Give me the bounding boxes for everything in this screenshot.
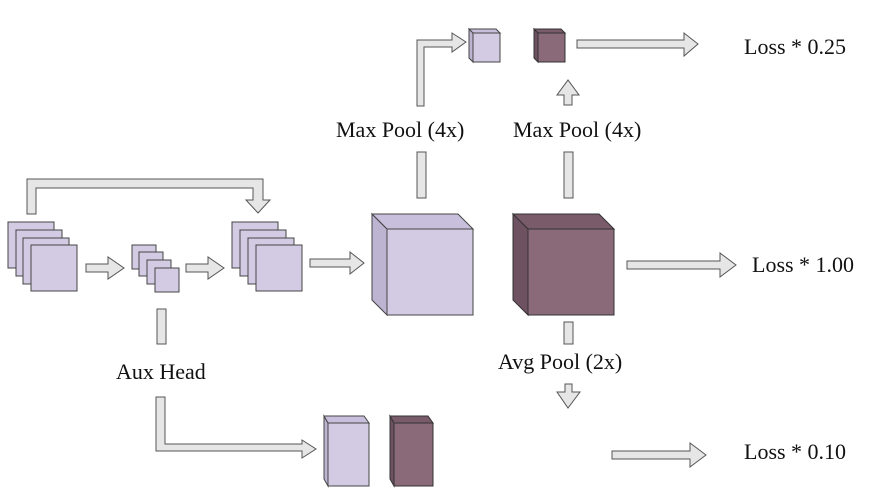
arrow-to-loss-top — [576, 31, 699, 58]
arrow-to-loss-mid — [626, 252, 737, 278]
student-aux-cube — [323, 414, 370, 488]
skip-connection-arrow — [26, 178, 272, 215]
aux-head-stem — [156, 308, 167, 345]
bottleneck-feature-stack — [131, 244, 180, 293]
input-feature-stack — [7, 221, 78, 292]
avg-pool-stem — [563, 321, 574, 345]
teacher-avgpool-cube — [389, 414, 434, 488]
max-pool-left-arrow — [416, 32, 467, 107]
max-pool-right-label: Max Pool (4x) — [513, 117, 642, 142]
arrow-to-student-output — [309, 250, 365, 276]
avg-pool-label: Avg Pool (2x) — [498, 349, 623, 374]
arrow-to-loss-bottom — [611, 442, 707, 468]
teacher-maxpool-cube — [532, 27, 567, 64]
max-pool-right-stem — [563, 151, 574, 199]
max-pool-left-label: Max Pool (4x) — [336, 117, 465, 142]
decoder-feature-stack — [231, 221, 303, 292]
teacher-output-cube — [511, 212, 616, 317]
avg-pool-arrow — [556, 383, 581, 409]
student-maxpool-cube — [467, 27, 502, 64]
loss-mid-label: Loss * 1.00 — [752, 252, 855, 277]
arrow-to-decoder — [185, 256, 225, 280]
arrow-to-bottleneck — [85, 256, 125, 280]
loss-bottom-label: Loss * 0.10 — [744, 439, 847, 464]
max-pool-right-arrow — [556, 79, 580, 106]
loss-top-label: Loss * 0.25 — [744, 34, 847, 59]
max-pool-left-stem — [416, 151, 427, 199]
student-output-cube — [370, 212, 475, 317]
aux-head-label: Aux Head — [116, 359, 206, 384]
aux-head-arrow — [155, 396, 317, 459]
